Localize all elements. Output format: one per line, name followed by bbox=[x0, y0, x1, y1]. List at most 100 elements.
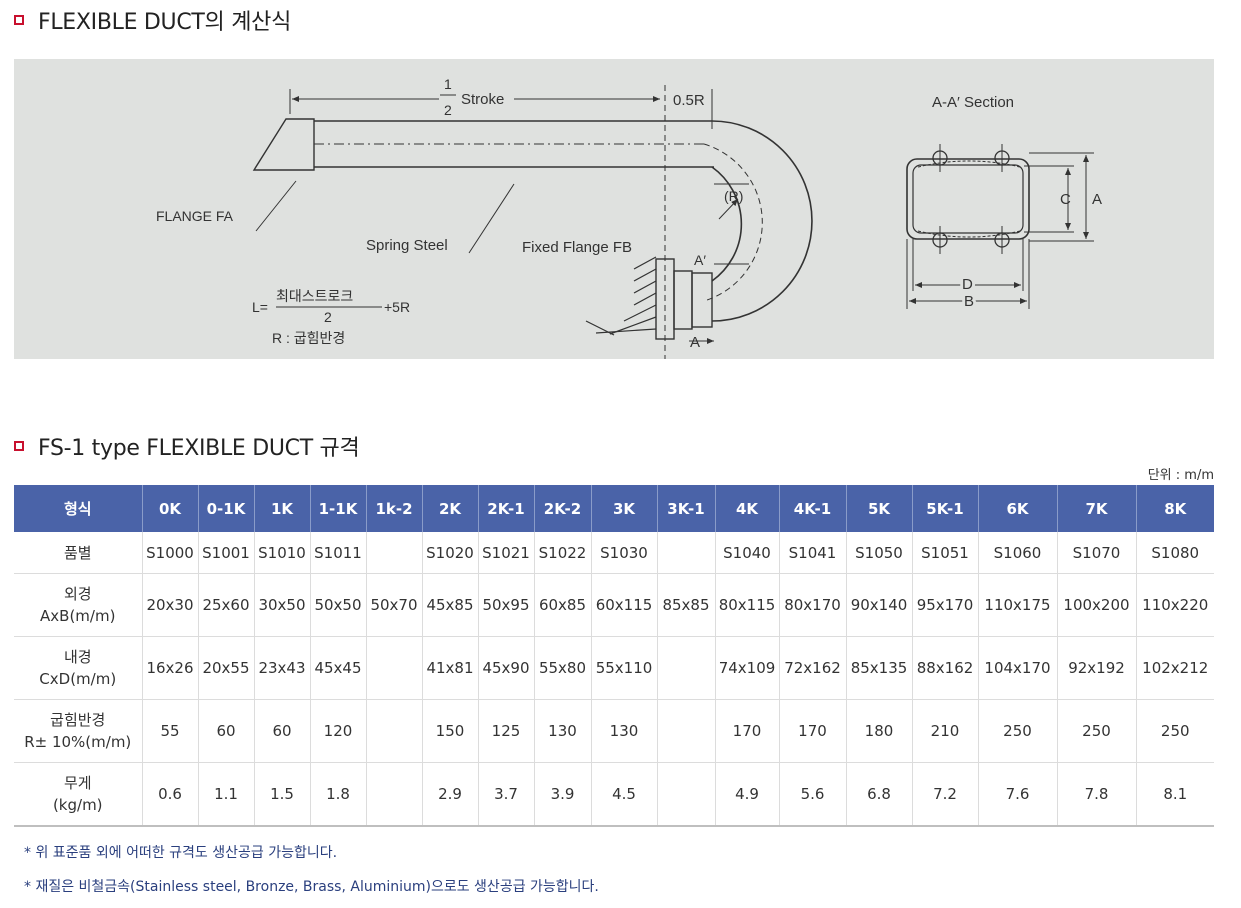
table-cell: 180 bbox=[845, 699, 912, 763]
row-label-line: (kg/m) bbox=[52, 796, 103, 814]
table-cell: 3.7 bbox=[477, 762, 534, 827]
row-label-line: CxD(m/m) bbox=[39, 670, 117, 688]
column-header: 3K-1 bbox=[656, 485, 715, 532]
column-header: 5K bbox=[845, 485, 912, 532]
stroke-fraction-num: 1 bbox=[444, 76, 452, 92]
table-cell bbox=[365, 636, 422, 700]
table-cell: 130 bbox=[533, 699, 591, 763]
formula-note: R : 굽힘반경 bbox=[272, 330, 345, 346]
table-cell: 85x85 bbox=[656, 573, 715, 637]
column-header: 2K bbox=[421, 485, 478, 532]
row-label: 외경 AxB(m/m) bbox=[14, 573, 142, 637]
row-label-line: 내경 bbox=[63, 648, 92, 666]
table-cell: 110x175 bbox=[977, 573, 1057, 637]
column-header: 4K-1 bbox=[778, 485, 846, 532]
table-header-row: 형식 0K 0-1K 1K 1-1K 1k-2 2K 2K-1 2K-2 3K … bbox=[14, 485, 1214, 532]
table-cell: 0.6 bbox=[141, 762, 198, 827]
square-bullet-icon bbox=[14, 15, 24, 25]
column-header: 5K-1 bbox=[911, 485, 978, 532]
a-bottom-label: A bbox=[690, 334, 700, 351]
table-cell: 88x162 bbox=[911, 636, 978, 700]
table-cell: 60 bbox=[197, 699, 254, 763]
note-materials: * 재질은 비철금속(Stainless steel, Bronze, Bras… bbox=[24, 879, 599, 895]
row-label: 품별 bbox=[14, 532, 142, 574]
table-cell: 55x80 bbox=[533, 636, 591, 700]
formula-denominator: 2 bbox=[324, 309, 332, 325]
section-title-text: FS-1 type FLEXIBLE DUCT 규격 bbox=[38, 436, 360, 461]
row-label-line: AxB(m/m) bbox=[40, 607, 116, 625]
table-cell: 104x170 bbox=[977, 636, 1057, 700]
r-label: (R) bbox=[724, 188, 743, 204]
section-title-text: FLEXIBLE DUCT의 계산식 bbox=[38, 10, 292, 35]
table-cell: 4.9 bbox=[714, 762, 779, 827]
table-cell bbox=[365, 532, 422, 574]
b-dim-label: B bbox=[964, 293, 974, 310]
half-r-label: 0.5R bbox=[673, 92, 705, 109]
table-cell: 1.1 bbox=[197, 762, 254, 827]
table-cell: S1040 bbox=[714, 532, 779, 574]
table-cell: 130 bbox=[590, 699, 657, 763]
table-cell: 95x170 bbox=[911, 573, 978, 637]
formula-numerator: 최대스트로크 bbox=[276, 288, 353, 304]
table-cell: S1011 bbox=[309, 532, 366, 574]
table-cell bbox=[656, 762, 715, 827]
table-cell: 50x95 bbox=[477, 573, 534, 637]
square-bullet-icon bbox=[14, 441, 24, 451]
table-cell bbox=[365, 762, 422, 827]
table-cell: 55x110 bbox=[590, 636, 657, 700]
row-label-line: 품별 bbox=[63, 543, 92, 562]
table-cell: S1070 bbox=[1056, 532, 1136, 574]
table-cell: 92x192 bbox=[1056, 636, 1136, 700]
table-cell: 4.5 bbox=[590, 762, 657, 827]
table-cell: 16x26 bbox=[141, 636, 198, 700]
column-header: 0K bbox=[141, 485, 198, 532]
section-label: A-A′ Section bbox=[932, 94, 1014, 111]
table-cell: 45x90 bbox=[477, 636, 534, 700]
table-cell: 72x162 bbox=[778, 636, 846, 700]
table-cell: 210 bbox=[911, 699, 978, 763]
flange-fa-label: FLANGE FA bbox=[156, 208, 234, 224]
stroke-fraction-den: 2 bbox=[444, 102, 452, 118]
table-cell: 7.6 bbox=[977, 762, 1057, 827]
table-cell: 125 bbox=[477, 699, 534, 763]
row-label-line: 외경 bbox=[63, 585, 92, 603]
column-header: 1-1K bbox=[309, 485, 366, 532]
formula-lhs: L= bbox=[252, 299, 268, 315]
duct-diagram: 1 2 Stroke 0.5R (R) A′ bbox=[14, 59, 1214, 359]
table-cell: 7.2 bbox=[911, 762, 978, 827]
table-cell: S1021 bbox=[477, 532, 534, 574]
table-cell: 80x115 bbox=[714, 573, 779, 637]
note-custom-spec: * 위 표준품 외에 어떠한 규격도 생산공급 가능합니다. bbox=[24, 845, 338, 861]
table-cell: S1010 bbox=[253, 532, 310, 574]
row-label: 내경 CxD(m/m) bbox=[14, 636, 142, 700]
table-cell: S1080 bbox=[1135, 532, 1214, 574]
table-cell: 45x85 bbox=[421, 573, 478, 637]
table-cell: 1.5 bbox=[253, 762, 310, 827]
table-cell: 41x81 bbox=[421, 636, 478, 700]
table-cell bbox=[656, 532, 715, 574]
table-cell: 170 bbox=[714, 699, 779, 763]
table-cell: 23x43 bbox=[253, 636, 310, 700]
table-cell: 8.1 bbox=[1135, 762, 1214, 827]
table-cell: 20x30 bbox=[141, 573, 198, 637]
row-label: 무게(kg/m) bbox=[14, 762, 142, 827]
table-cell: 250 bbox=[1135, 699, 1214, 763]
table-cell bbox=[656, 699, 715, 763]
spring-steel-label: Spring Steel bbox=[366, 237, 448, 254]
column-header: 4K bbox=[714, 485, 779, 532]
table-cell: 60 bbox=[253, 699, 310, 763]
table-cell bbox=[656, 636, 715, 700]
table-cell: 7.8 bbox=[1056, 762, 1136, 827]
column-header: 0-1K bbox=[197, 485, 254, 532]
column-header: 2K-1 bbox=[477, 485, 534, 532]
row-label-line: 굽힘반경 bbox=[50, 711, 106, 729]
table-cell: S1020 bbox=[421, 532, 478, 574]
column-header: 6K bbox=[977, 485, 1057, 532]
table-cell: 50x70 bbox=[365, 573, 422, 637]
column-header: 3K bbox=[590, 485, 657, 532]
table-cell: 2.9 bbox=[421, 762, 478, 827]
column-header: 형식 bbox=[14, 485, 142, 532]
